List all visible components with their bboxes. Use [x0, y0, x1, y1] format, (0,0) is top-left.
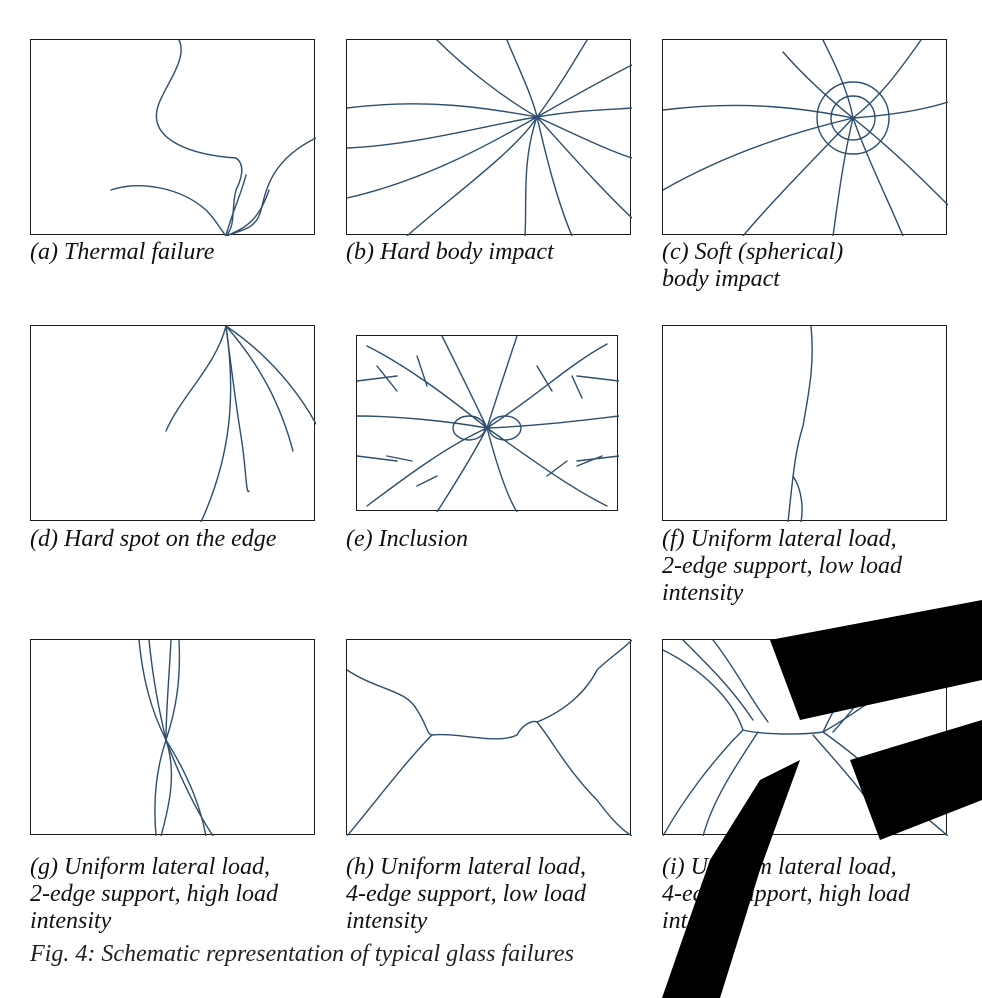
- caption-b: (b) Hard body impact: [346, 239, 554, 265]
- panel-uniform-4edge-high: [662, 639, 948, 836]
- panel-hard-body-impact: [346, 39, 632, 236]
- panel-thermal-failure: [30, 39, 316, 236]
- hard-impact-crack-drawing: [347, 40, 632, 236]
- uniform-2edge-high-crack-drawing: [138, 640, 214, 836]
- caption-d: (d) Hard spot on the edge: [30, 526, 277, 552]
- soft-impact-crack-drawing: [663, 40, 948, 236]
- figure-caption: Fig. 4: Schematic representation of typi…: [30, 941, 574, 967]
- panel-uniform-2edge-high: [30, 639, 315, 836]
- uniform-4edge-low-crack-drawing: [347, 640, 632, 836]
- caption-g: (g) Uniform lateral load,2-edge support,…: [30, 854, 278, 934]
- caption-e: (e) Inclusion: [346, 526, 468, 552]
- uniform-2edge-low-crack-drawing: [787, 326, 813, 522]
- hard-spot-crack-drawing: [165, 326, 316, 522]
- panel-uniform-4edge-low: [346, 639, 632, 836]
- uniform-4edge-high-crack-drawing: [663, 640, 948, 836]
- caption-h: (h) Uniform lateral load,4-edge support,…: [346, 854, 586, 934]
- caption-i: (i) Uniform lateral load,4-edge support,…: [662, 854, 910, 934]
- panel-hard-spot-edge: [30, 325, 316, 522]
- caption-c: (c) Soft (spherical)body impact: [662, 239, 844, 292]
- caption-f: (f) Uniform lateral load,2-edge support,…: [662, 526, 902, 606]
- panel-soft-body-impact: [662, 39, 948, 236]
- caption-a: (a) Thermal failure: [30, 239, 215, 265]
- thermal-crack-drawing: [110, 40, 316, 236]
- inclusion-crack-drawing: [357, 336, 619, 512]
- panel-uniform-2edge-low: [662, 325, 947, 522]
- panel-inclusion: [356, 335, 619, 512]
